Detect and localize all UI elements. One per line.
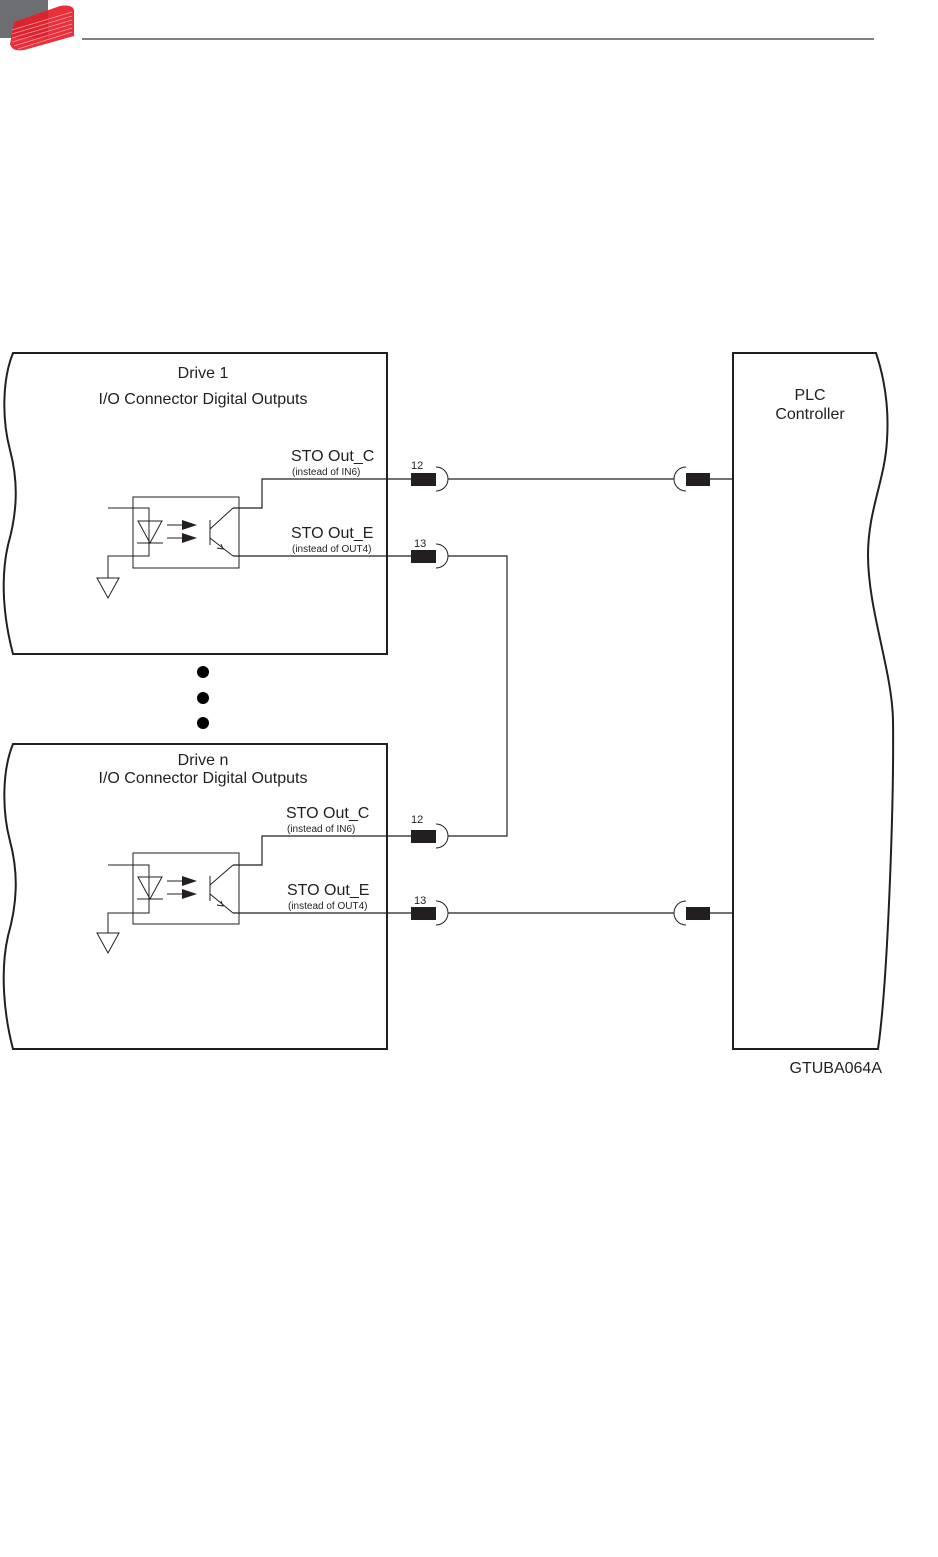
drive-n-outline — [2, 743, 388, 1050]
plc-title-line2: Controller — [775, 406, 845, 423]
drive-1-sto-out-c-label: STO Out_C — [291, 448, 374, 465]
drive-1-sto-out-c-note: (instead of IN6) — [292, 467, 360, 478]
led-icon — [137, 876, 163, 901]
drive-1-title: Drive 1 — [178, 365, 229, 382]
drive-1-pin-13-label: 13 — [414, 538, 426, 550]
drive-1-pin-13-connector: 13 — [387, 538, 449, 569]
figure-reference-code: GTUBA064A — [790, 1060, 883, 1077]
plc-controller-block: PLC Controller — [732, 352, 895, 1050]
plc-title-line1: PLC — [794, 387, 825, 404]
ground-icon — [96, 577, 120, 600]
drive-n-title: Drive n — [178, 752, 229, 769]
drive-1-pin-12-label: 12 — [411, 460, 423, 472]
drive-n-sto-out-c-label: STO Out_C — [286, 805, 369, 822]
drive-n-sto-out-e-label: STO Out_E — [287, 882, 369, 899]
plc-input-connector-top — [448, 466, 733, 492]
drive-1-pin-12-connector: 12 — [387, 460, 449, 492]
drive-n-pin-12-label: 12 — [411, 814, 423, 826]
drive-n-pin-13-connector: 13 — [387, 895, 449, 926]
drive-1-block: Drive 1 I/O Connector Digital Outputs ST… — [2, 352, 388, 655]
drive-n-pin-12-connector: 12 — [387, 814, 449, 849]
drive-n-block: Drive n I/O Connector Digital Outputs ST… — [2, 743, 388, 1050]
drive-n-sto-out-e-note: (instead of OUT4) — [288, 901, 367, 912]
optocoupler-icon — [96, 478, 387, 600]
led-icon — [137, 520, 163, 545]
drive-n-subtitle: I/O Connector Digital Outputs — [99, 770, 308, 787]
optocoupler-icon — [96, 835, 387, 955]
logo-red-block — [10, 5, 74, 51]
continuation-dots — [197, 666, 209, 729]
ground-icon — [96, 932, 120, 955]
drive-1-outline — [2, 352, 388, 655]
drive-n-sto-out-c-note: (instead of IN6) — [287, 824, 355, 835]
drive-1-subtitle: I/O Connector Digital Outputs — [99, 391, 308, 408]
drive-1-sto-out-e-note: (instead of OUT4) — [292, 544, 371, 555]
page-header — [0, 0, 874, 51]
drive-n-pin-13-label: 13 — [414, 895, 426, 907]
plc-outline — [732, 352, 895, 1050]
company-logo — [0, 0, 74, 51]
drive-chain-wire — [448, 555, 508, 837]
plc-input-connector-bottom — [448, 900, 733, 926]
drive-1-sto-out-e-label: STO Out_E — [291, 525, 373, 542]
